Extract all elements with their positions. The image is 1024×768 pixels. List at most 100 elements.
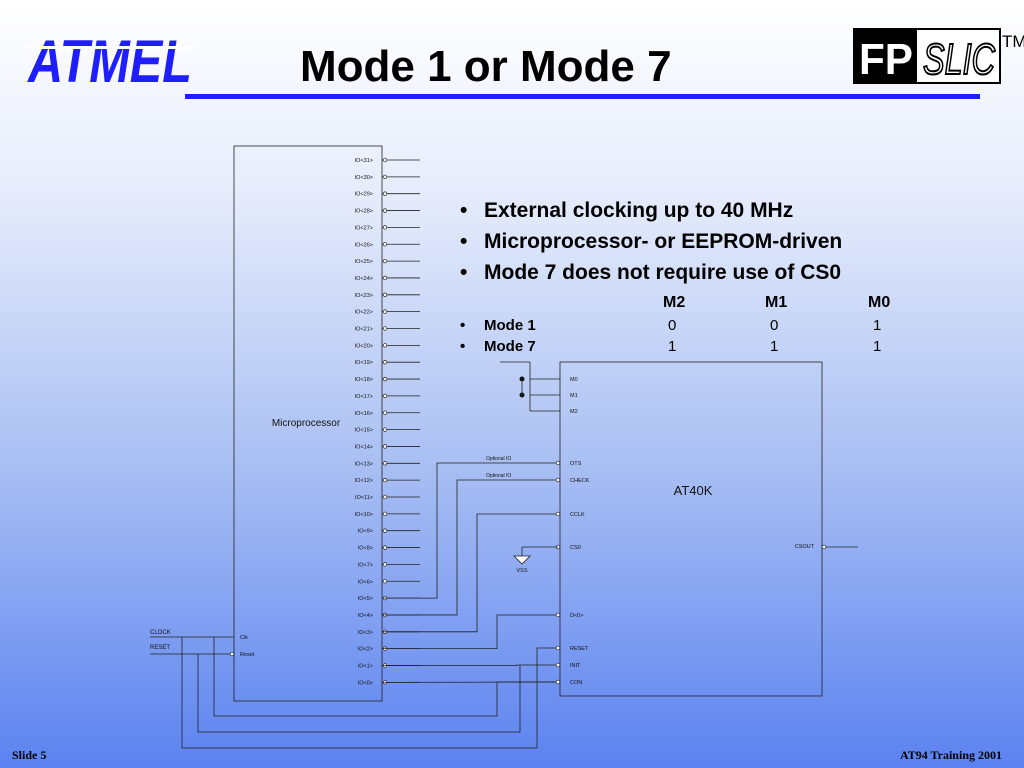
pin-marker: [382, 242, 388, 247]
con-loop-wire: [213, 637, 556, 717]
io-pin-label: IO<23>: [355, 293, 373, 299]
pin-marker: [555, 477, 561, 483]
at40k-pin-label: RESET: [570, 646, 589, 652]
pin-marker: [229, 651, 235, 657]
slide-number: Slide 5: [12, 748, 47, 762]
optional-io-label: Optional IO: [486, 473, 511, 479]
mode-row-label: •Mode 7: [460, 338, 536, 355]
pin-marker: [382, 225, 388, 230]
pin-marker: [382, 410, 388, 415]
at40k-box: [559, 361, 823, 697]
io-pin-label: IO<28>: [355, 209, 373, 215]
ground-symbol: [513, 555, 531, 565]
pin-marker: [382, 360, 388, 365]
at40k-pin-label: CON: [570, 680, 582, 686]
io-pin-label: IO<10>: [355, 512, 373, 518]
pin-marker: [382, 461, 388, 466]
at40k-pin-label: CHECK: [570, 478, 590, 484]
cclk-wire: [382, 513, 556, 633]
io-pin-label: IO<13>: [355, 461, 373, 467]
init-wire: [382, 664, 556, 666]
mode-value: 1: [668, 338, 677, 355]
io-pin-label: IO<30>: [355, 175, 373, 181]
pin-marker: [555, 511, 561, 517]
pin-marker: [382, 494, 388, 500]
pin-marker: [382, 393, 388, 399]
pin-marker: [382, 174, 388, 180]
pin-marker: [382, 275, 388, 281]
pin-marker: [382, 258, 388, 264]
pin-marker: [382, 427, 388, 432]
init-loop-wire: [197, 654, 521, 733]
bullet-item: •External clocking up to 40 MHz: [460, 199, 794, 222]
at40k-pin-label: D<0>: [570, 613, 583, 619]
bullet-item: •Microprocessor- or EEPROM-driven: [460, 230, 843, 253]
reset-pin-label: Reset: [240, 652, 255, 658]
svg-text:ATMEL: ATMEL: [26, 28, 192, 90]
title-rule: [185, 94, 980, 99]
mode-value: 1: [770, 338, 779, 355]
io-pin-label: IO<2>: [358, 647, 373, 653]
pin-marker: [382, 191, 388, 196]
footer-caption: AT94 Training 2001: [899, 748, 1002, 762]
io-pin-label: IO<27>: [355, 225, 373, 231]
vss-label: VSS: [516, 568, 527, 574]
io-pin-label: IO<31>: [355, 158, 373, 164]
trademark: TM: [1002, 32, 1024, 51]
io-pin-label: IO<29>: [355, 192, 373, 198]
atmel-logo: ATMEL: [26, 28, 196, 90]
mode-value: 0: [770, 317, 779, 334]
mode-value: 1: [873, 317, 882, 334]
microprocessor-box: [233, 145, 383, 702]
pin-marker: [555, 612, 561, 618]
io-pin-label: IO<20>: [355, 343, 373, 349]
pin-marker: [382, 579, 388, 584]
check-wire: [382, 479, 556, 616]
pin-marker: [382, 292, 388, 297]
io-pin-label: IO<4>: [358, 613, 373, 619]
io-pin-label: IO<26>: [355, 242, 373, 248]
pin-marker: [382, 208, 388, 213]
at40k-pin-label: OTS: [570, 461, 582, 467]
io-pin-label: IO<3>: [358, 630, 373, 636]
io-pin-label: IO<5>: [358, 596, 373, 602]
io-pin-label: IO<1>: [358, 664, 373, 670]
io-pin-label: IO<12>: [355, 478, 373, 484]
clock-input-label: CLOCK: [150, 630, 171, 636]
ots-wire: [382, 462, 556, 599]
io-pin-label: IO<6>: [358, 579, 373, 585]
pin-marker: [382, 157, 388, 163]
pin-marker: [382, 343, 388, 348]
fpslic-logo-text: FP: [859, 35, 913, 84]
io-pin-label: IO<24>: [355, 276, 373, 282]
mode-pin-label: M0: [570, 377, 578, 383]
io-pin-label: IO<15>: [355, 428, 373, 434]
pin-marker: [382, 545, 388, 550]
pin-marker: [382, 309, 388, 314]
fpslic-logo: FP SLIC: [853, 28, 1001, 84]
mode-col-m1: M1: [765, 294, 788, 311]
pin-marker: [555, 662, 561, 668]
io-pin-label: IO<25>: [355, 259, 373, 265]
svg-text:SLIC: SLIC: [923, 35, 996, 84]
pin-marker: [555, 679, 561, 685]
io-pin-label: IO<19>: [355, 360, 373, 366]
pin-marker: [382, 528, 388, 533]
reset-loop-wire: [181, 637, 556, 749]
bullet-item: •Mode 7 does not require use of CS0: [460, 261, 842, 284]
mode-value: 0: [668, 317, 677, 334]
mode-row-label: •Mode 1: [460, 317, 536, 334]
at40k-pin-label: CCLK: [570, 512, 585, 518]
io-pin-label: IO<11>: [355, 495, 373, 501]
pin-marker: [821, 544, 827, 550]
io-pin-label: IO<0>: [358, 680, 373, 686]
at40k-pin-label: CS0: [570, 545, 581, 551]
pin-marker: [382, 376, 388, 382]
pin-marker: [382, 444, 388, 449]
optional-io-label: Optional IO: [486, 456, 511, 462]
mode-pin-label: M1: [570, 393, 578, 399]
io-pin-label: IO<8>: [358, 546, 373, 552]
clk-pin-label: Clk: [240, 635, 248, 641]
csout-pin-label: CSOUT: [795, 544, 815, 550]
